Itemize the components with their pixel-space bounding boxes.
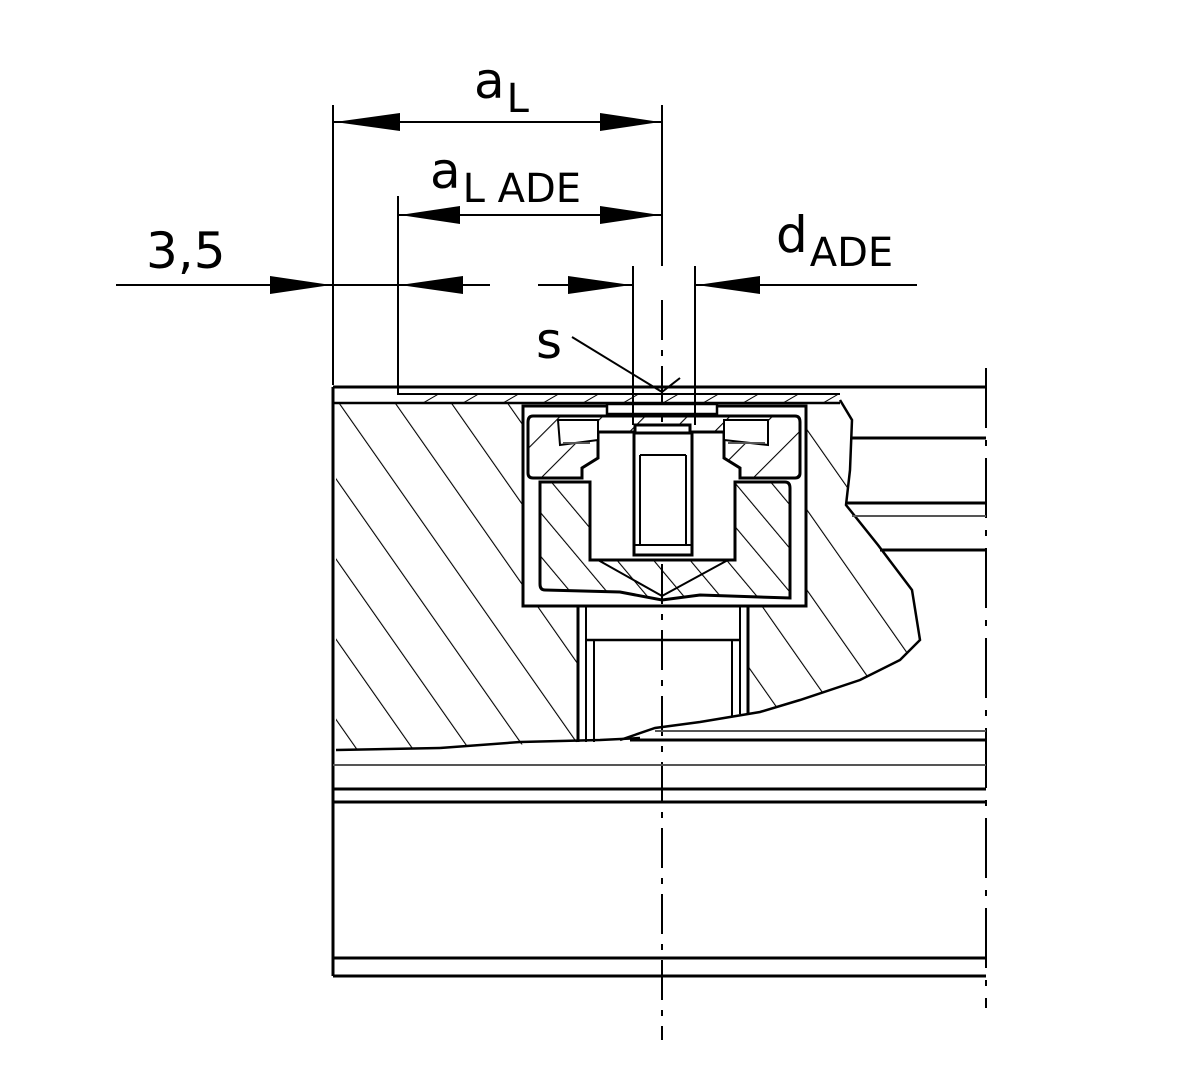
housing	[331, 385, 986, 978]
insert-mechanism	[526, 402, 802, 602]
dimension-offset-value: 3,5	[146, 222, 226, 280]
dimension-d-ADE-sub: ADE	[809, 230, 894, 276]
dimension-a-L-main: a	[474, 52, 505, 110]
dimension-label-a-L: aL	[474, 56, 529, 119]
dimension-a-L-ADE-sub: L ADE	[462, 166, 582, 212]
dimension-a-L-ADE-main: a	[430, 142, 461, 200]
dimension-s-value: s	[536, 312, 563, 370]
dimension-a-L-sub: L	[506, 76, 529, 122]
dimension-label-s: s	[536, 316, 562, 366]
dimension-arrows	[270, 113, 760, 294]
dimension-d-ADE-main: d	[776, 206, 808, 264]
dimension-label-d-ADE: dADE	[776, 210, 893, 273]
dimension-label-a-L-ADE: aL ADE	[430, 146, 581, 209]
dimension-label-offset: 3,5	[146, 226, 226, 276]
